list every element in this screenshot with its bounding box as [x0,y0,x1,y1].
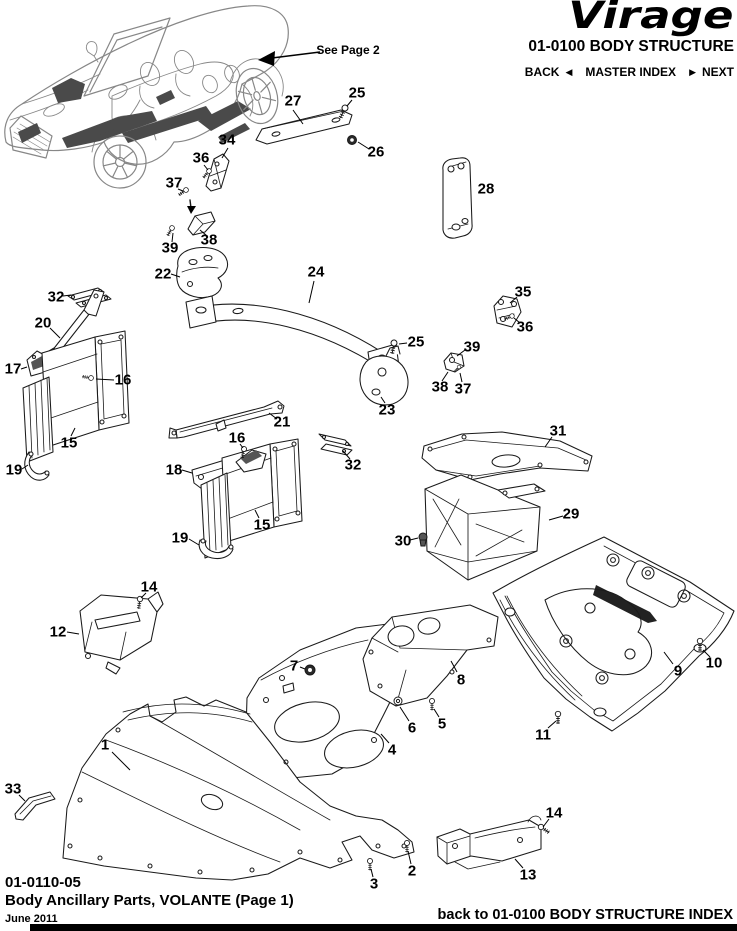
part-8-bracket [362,604,499,707]
part-callout-14: 14 [140,578,158,596]
part-34-bracket [205,153,230,192]
part-callout-7: 7 [289,657,299,675]
car-illustration [4,5,289,189]
part-13-bracket [436,815,542,870]
part-callout-21: 21 [273,413,291,431]
part-callout-23: 23 [378,401,396,419]
part-27-sill-strip [255,109,353,145]
part-callout-6: 6 [407,719,417,737]
part-callout-36: 36 [516,318,534,336]
front-wheel [93,135,147,189]
part-callout-37: 37 [454,380,472,398]
nav-next-link[interactable]: ▶ NEXT [689,65,734,79]
brand-logo: Virage [567,0,733,37]
parts-lineart [14,109,735,881]
part-30-clip [418,532,428,547]
header-nav: BACK ◀ MASTER INDEX ▶ NEXT [525,65,734,79]
see-page-2-link[interactable]: See Page 2 [316,43,380,57]
part-15-crashbox-left [22,330,130,463]
part-callout-32: 32 [344,456,362,474]
part-callout-39: 39 [161,239,179,257]
part-callout-26: 26 [367,143,385,161]
part-callout-29: 29 [562,505,580,523]
part-1-undertray [62,696,415,881]
part-callout-25: 25 [348,84,366,102]
part-callout-5: 5 [437,715,447,733]
part-callout-22: 22 [154,265,172,283]
part-callout-11: 11 [535,726,551,744]
section-title: 01-0100 BODY STRUCTURE [528,38,734,55]
part-22-bracket [176,247,229,299]
part-callout-31: 31 [549,422,567,440]
part-callout-28: 28 [477,180,495,198]
part-callout-24: 24 [307,263,325,281]
part-29-support-box [424,474,546,581]
part-callout-19: 19 [5,461,23,479]
part-callout-25: 25 [407,333,425,351]
car-highlighted-parts [18,78,251,148]
part-callout-12: 12 [49,623,67,641]
part-callout-10: 10 [705,654,723,672]
part-9-rear-floor-panel [492,536,735,732]
part-12-duct [79,591,164,675]
rear-wheel [235,67,279,125]
part-callout-13: 13 [519,866,537,884]
back-arrow-icon: ◀ [565,66,573,77]
part-15-crashbox-right [200,438,303,559]
nav-back-label: BACK [524,65,560,79]
part-callout-8: 8 [456,671,466,689]
nav-back-link[interactable]: BACK ◀ [525,65,573,79]
part-callout-38: 38 [431,378,449,396]
part-callout-18: 18 [165,461,183,479]
part-callout-4: 4 [387,741,397,759]
part-19-strap-left [24,451,50,481]
see-page-arrow [258,51,321,66]
nav-master-index-label: MASTER INDEX [585,65,677,79]
part-callout-9: 9 [673,662,683,680]
part-32-strip-right [318,433,353,456]
part-callout-19: 19 [171,529,189,547]
leader-lines [18,99,711,878]
nav-next-label: NEXT [701,65,734,79]
document-number: 01-0110-05 [5,874,81,891]
document-date: June 2011 [5,913,58,925]
part-callout-32: 32 [47,288,65,306]
part-callout-16: 16 [114,371,132,389]
nav-master-index-link[interactable]: MASTER INDEX [585,65,676,79]
part-callout-34: 34 [218,131,236,149]
part-19-strap-right [198,538,234,559]
part-callout-37: 37 [165,174,183,192]
part-callout-36: 36 [192,149,210,167]
next-arrow-icon: ▶ [689,66,696,77]
part-callout-15: 15 [253,516,271,534]
back-to-index-link[interactable]: back to 01-0100 BODY STRUCTURE INDEX [437,907,733,923]
part-callout-16: 16 [228,429,246,447]
part-callout-39: 39 [463,338,481,356]
part-callout-20: 20 [34,314,52,332]
part-callout-15: 15 [60,434,78,452]
part-38-bracket-left [187,199,216,236]
part-31-shelf-panel [421,431,593,481]
part-callout-27: 27 [284,92,302,110]
part-28-strap [442,157,473,239]
part-callout-35: 35 [514,283,532,301]
part-callout-1: 1 [100,736,110,754]
part-callout-33: 33 [4,780,22,798]
part-38-bracket-right [443,352,465,373]
part-35-bracket [493,295,522,328]
part-21-rail [168,400,285,439]
part-callout-38: 38 [200,231,218,249]
part-callout-17: 17 [4,360,22,378]
part-callout-14: 14 [545,804,563,822]
part-33-z-strip [14,791,56,821]
part-callout-30: 30 [394,532,412,550]
document-title: Body Ancillary Parts, VOLANTE (Page 1) [5,892,294,909]
part-callout-3: 3 [369,875,379,893]
footer-rule [30,924,737,931]
part-callout-2: 2 [407,862,417,880]
